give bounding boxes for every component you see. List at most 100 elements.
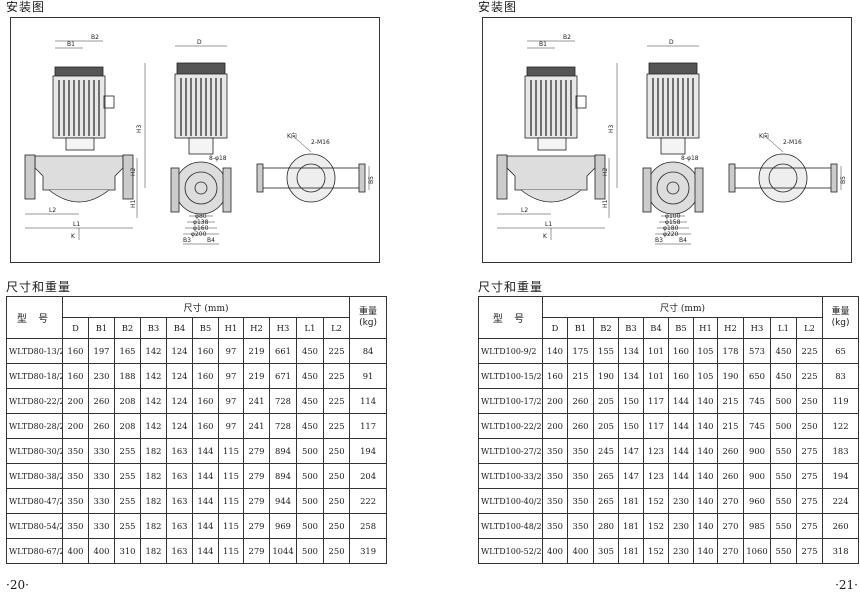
weight-cell: 194 <box>349 438 388 464</box>
dimension-cell: 270 <box>717 513 744 539</box>
dimension-cell: 144 <box>668 388 694 414</box>
dimension-cell: 144 <box>668 413 694 439</box>
label-k: K <box>71 233 76 240</box>
dimension-cell: 144 <box>192 513 219 539</box>
dimension-cell: 163 <box>166 513 193 539</box>
page-right: 安装图 <box>478 0 860 595</box>
dimension-cell: 900 <box>743 463 771 489</box>
label-h1: H1 <box>130 199 137 208</box>
label-bolts: 2-M16 <box>783 139 802 146</box>
dimension-cell: 230 <box>668 488 694 514</box>
dimension-cell: 182 <box>140 463 167 489</box>
dimension-cell: 500 <box>770 388 797 414</box>
col-header: H2 <box>717 317 744 339</box>
dimension-cell: 97 <box>218 413 244 439</box>
model-cell: WLTD80-38/2 <box>6 463 63 489</box>
dimension-cell: 152 <box>643 513 669 539</box>
front-view <box>496 66 606 203</box>
label-d: D <box>197 39 202 46</box>
dimension-cell: 310 <box>114 538 141 564</box>
label-d2: φ158 <box>665 219 681 226</box>
dimension-cell: 255 <box>114 438 141 464</box>
dimension-cell: 500 <box>296 513 324 539</box>
dimension-cell: 142 <box>140 338 167 364</box>
dimension-cell: 181 <box>618 538 644 564</box>
column-header-row: D B1 B2 B3 B4 B5 H1 H2 H3 L1 L2 <box>7 317 387 339</box>
dimension-cell: 200 <box>542 413 568 439</box>
dimension-cell: 160 <box>192 338 219 364</box>
model-cell: WLTD100-22/2 <box>478 413 543 439</box>
installation-title: 安装图 <box>478 0 518 14</box>
dimension-cell: 152 <box>643 488 669 514</box>
weight-cell: 91 <box>349 363 388 389</box>
dimension-cell: 450 <box>296 388 324 414</box>
dimension-cell: 140 <box>693 438 718 464</box>
label-d2: φ138 <box>193 219 209 226</box>
dimension-cell: 241 <box>243 413 270 439</box>
dimension-cell: 275 <box>795 488 824 514</box>
dimension-cell: 650 <box>743 363 771 389</box>
model-cell: WLTD80-47/2 <box>6 488 63 514</box>
dimension-cell: 140 <box>693 463 718 489</box>
dimension-cell: 140 <box>693 538 718 564</box>
dimension-cell: 124 <box>166 388 193 414</box>
col-header: B1 <box>567 317 594 339</box>
size-header: 尺寸 (mm) <box>541 296 824 318</box>
dimension-cell: 350 <box>542 463 568 489</box>
dimension-cell: 550 <box>770 488 797 514</box>
dimension-cell: 144 <box>192 488 219 514</box>
k-view <box>728 153 838 203</box>
dimension-cell: 182 <box>140 488 167 514</box>
weight-cell: 84 <box>349 338 388 364</box>
label-l2: L2 <box>49 207 56 214</box>
model-cell: WLTD100-9/2 <box>478 338 543 364</box>
dimension-cell: 124 <box>166 363 193 389</box>
dimension-cell: 124 <box>166 338 193 364</box>
weight-cell: 183 <box>822 438 860 464</box>
dimension-cell: 250 <box>795 413 824 439</box>
dimension-cell: 330 <box>88 488 115 514</box>
label-bolts: 2-M16 <box>311 139 330 146</box>
label-b4: B4 <box>207 237 215 244</box>
dimension-cell: 330 <box>88 463 115 489</box>
dimension-cell: 900 <box>743 438 771 464</box>
dimension-cell: 260 <box>88 388 115 414</box>
dimension-cell: 144 <box>192 438 219 464</box>
dimension-cell: 97 <box>218 388 244 414</box>
label-h3: H3 <box>608 124 615 133</box>
dimension-cell: 250 <box>795 388 824 414</box>
dimension-cell: 163 <box>166 463 193 489</box>
dimension-cell: 250 <box>322 463 351 489</box>
label-b5: B5 <box>840 176 847 184</box>
label-l2: L2 <box>521 207 528 214</box>
col-header: B5 <box>192 317 219 339</box>
dimension-cell: 279 <box>243 513 270 539</box>
model-cell: WLTD100-40/2 <box>478 488 543 514</box>
dimension-cell: 255 <box>114 488 141 514</box>
dimension-cell: 178 <box>717 338 744 364</box>
label-b2: B2 <box>91 34 99 41</box>
dimension-cell: 230 <box>668 538 694 564</box>
dimension-cell: 944 <box>269 488 297 514</box>
label-b4: B4 <box>679 237 687 244</box>
dimension-cell: 350 <box>567 513 594 539</box>
col-header: L1 <box>296 317 324 339</box>
dimension-cell: 208 <box>114 413 141 439</box>
dimension-cell: 160 <box>668 338 694 364</box>
col-header: B2 <box>114 317 141 339</box>
dimension-cell: 160 <box>62 363 89 389</box>
dimension-cell: 225 <box>322 338 351 364</box>
dimension-cell: 160 <box>192 413 219 439</box>
dimension-cell: 894 <box>269 438 297 464</box>
dimension-cell: 165 <box>114 338 141 364</box>
dimension-cell: 960 <box>743 488 771 514</box>
dimension-cell: 205 <box>593 388 619 414</box>
dimension-cell: 215 <box>717 388 744 414</box>
dimension-cell: 142 <box>140 388 167 414</box>
dimension-cell: 330 <box>88 438 115 464</box>
dimension-cell: 155 <box>593 338 619 364</box>
